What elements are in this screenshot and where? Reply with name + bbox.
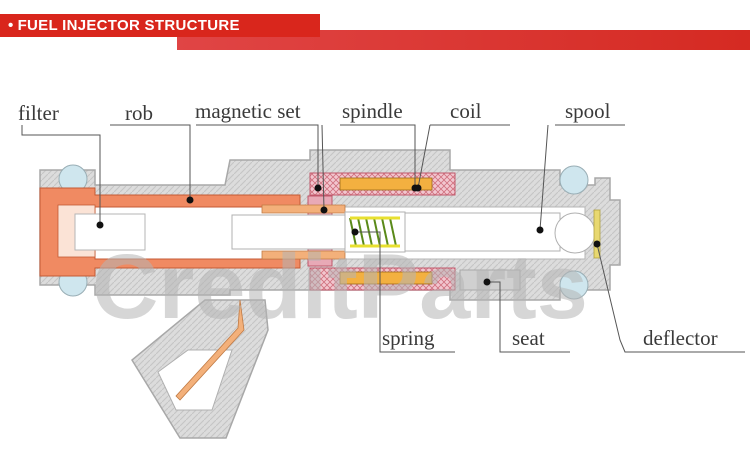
deflector-plate xyxy=(593,209,601,259)
leader-spool xyxy=(539,124,625,231)
dot-deflector xyxy=(593,240,601,248)
connector-pin xyxy=(175,299,245,401)
leader-spindle xyxy=(340,124,416,188)
seat-ring xyxy=(459,269,521,291)
dot-seat xyxy=(483,278,491,286)
leader-deflector xyxy=(596,243,745,353)
leader-spring xyxy=(355,231,455,353)
label-coil: coil xyxy=(450,99,482,123)
dot-magnetic-set xyxy=(314,184,322,192)
coil-winding-bottom xyxy=(339,271,433,285)
leader-rob xyxy=(110,124,191,200)
header-bar xyxy=(0,14,320,37)
label-magnetic-set: magnetic set xyxy=(195,99,301,123)
leader-coil xyxy=(417,124,431,189)
spindle-flange xyxy=(261,204,346,214)
label-spindle: spindle xyxy=(342,99,403,123)
label-deflector: deflector xyxy=(643,326,718,350)
watermark-text: CreditParts xyxy=(92,236,588,338)
leader-dots xyxy=(96,184,601,286)
spindle-flange-lower xyxy=(261,250,346,260)
spindle-body xyxy=(231,214,351,250)
page-title: •FUEL INJECTOR STRUCTURE xyxy=(8,17,240,34)
leader-filter xyxy=(21,125,101,225)
dot-magnetic-set-2 xyxy=(320,206,328,214)
leader-magnetic-set xyxy=(196,124,319,188)
leader-lines xyxy=(21,124,745,353)
label-filter: filter xyxy=(18,101,59,125)
coil-winding-top xyxy=(339,177,433,191)
spool-needle xyxy=(404,212,561,252)
dot-rob xyxy=(186,196,194,204)
filter-insert xyxy=(74,213,146,251)
o-ring-right-top xyxy=(559,165,589,195)
leader-seat xyxy=(487,281,570,353)
dot-filter xyxy=(96,221,104,229)
label-rob: rob xyxy=(125,101,153,125)
dot-coil xyxy=(414,184,422,192)
leader-magnetic-set-2 xyxy=(321,124,325,211)
dot-spring xyxy=(351,228,359,236)
label-spring: spring xyxy=(382,326,435,350)
dot-spool xyxy=(536,226,544,234)
page-title-text: FUEL INJECTOR STRUCTURE xyxy=(17,17,240,34)
label-spool: spool xyxy=(565,99,611,123)
header-accent-bar xyxy=(177,30,750,50)
label-seat: seat xyxy=(512,326,545,350)
o-ring-right-bottom xyxy=(559,270,589,300)
